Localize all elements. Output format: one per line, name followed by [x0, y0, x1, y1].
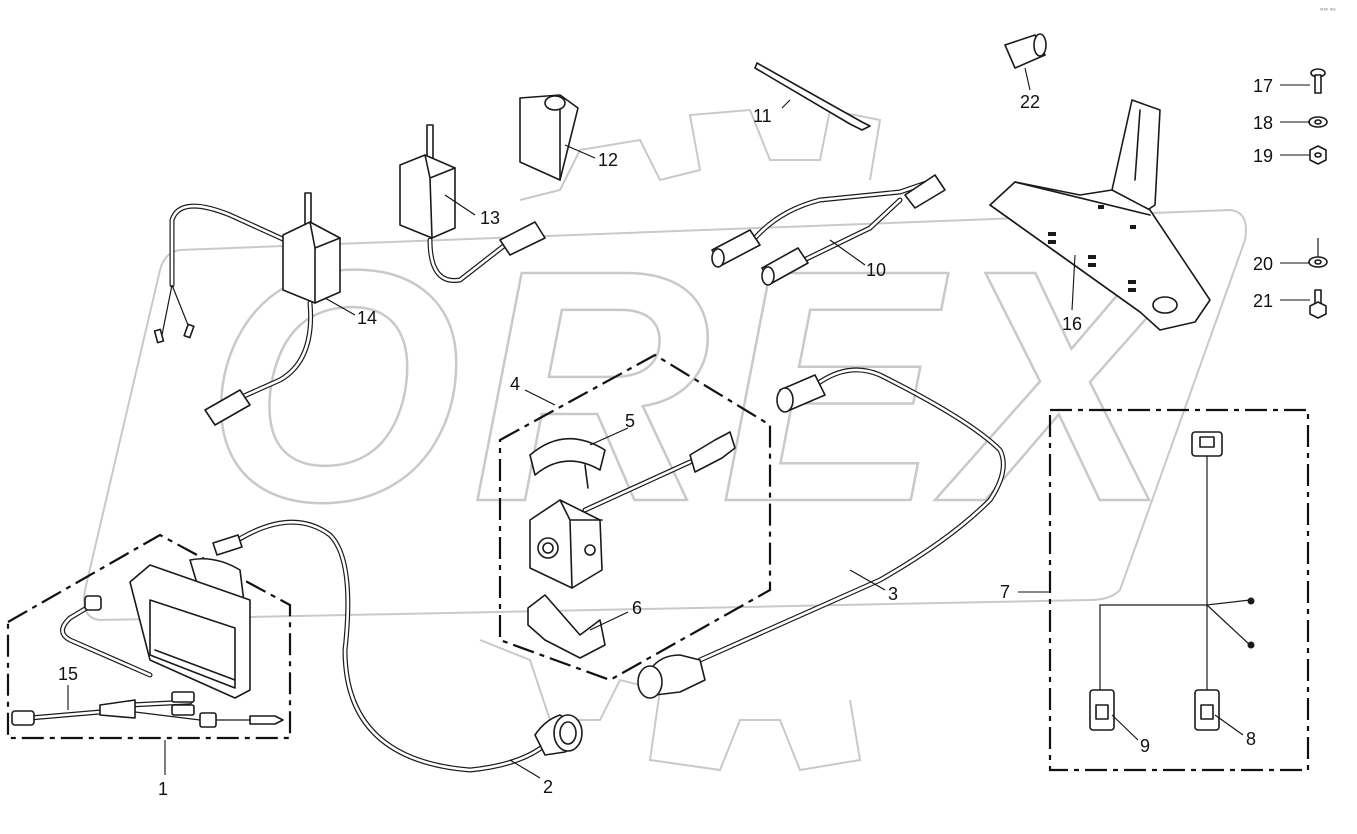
sleeve-part-22 — [1004, 33, 1047, 69]
callout-9: 9 — [1140, 736, 1150, 756]
callout-21: 21 — [1253, 291, 1273, 311]
cable-part-2 — [212, 519, 583, 773]
fasteners — [1308, 68, 1328, 319]
callout-20: 20 — [1253, 254, 1273, 274]
callout-6: 6 — [632, 598, 642, 618]
callout-13: 13 — [480, 208, 500, 228]
callout-16: 16 — [1062, 314, 1082, 334]
callout-17: 17 — [1253, 76, 1273, 96]
cable-part-10 — [711, 174, 946, 286]
callout-14: 14 — [357, 308, 377, 328]
callout-labels: 1 2 3 4 5 6 7 8 9 10 11 12 13 14 15 16 1… — [58, 76, 1273, 799]
monitor-part — [11, 557, 284, 728]
bracket-part-12 — [519, 94, 579, 181]
mounting-bracket-16 — [989, 99, 1211, 331]
callout-4: 4 — [510, 374, 520, 394]
brand-mark: ᵒʳᵉˣ ʳᵉᵃ — [1320, 7, 1336, 14]
cable-part-3 — [637, 367, 1006, 699]
antenna-box-13 — [399, 124, 546, 283]
group-box-7 — [1048, 408, 1310, 772]
callout-2: 2 — [543, 777, 553, 797]
group-box-4 — [498, 353, 772, 682]
callout-18: 18 — [1253, 113, 1273, 133]
callout-8: 8 — [1246, 729, 1256, 749]
callout-10: 10 — [866, 260, 886, 280]
callout-22: 22 — [1020, 92, 1040, 112]
callout-11: 11 — [753, 106, 772, 126]
group-box-1 — [6, 533, 292, 740]
cable-tie-part — [754, 62, 871, 131]
callout-1: 1 — [158, 779, 168, 799]
callout-3: 3 — [888, 584, 898, 604]
antenna-box-14 — [153, 192, 341, 426]
harness-part — [1089, 431, 1255, 731]
callout-19: 19 — [1253, 146, 1273, 166]
camera-part — [527, 431, 736, 659]
callout-7: 7 — [1000, 582, 1010, 602]
leader-lines — [67, 67, 1310, 779]
watermark-text: OREX — [205, 201, 1187, 570]
callout-15: 15 — [58, 664, 78, 684]
callout-12: 12 — [598, 150, 618, 170]
callout-5: 5 — [625, 411, 635, 431]
watermark: OREX — [83, 108, 1247, 772]
